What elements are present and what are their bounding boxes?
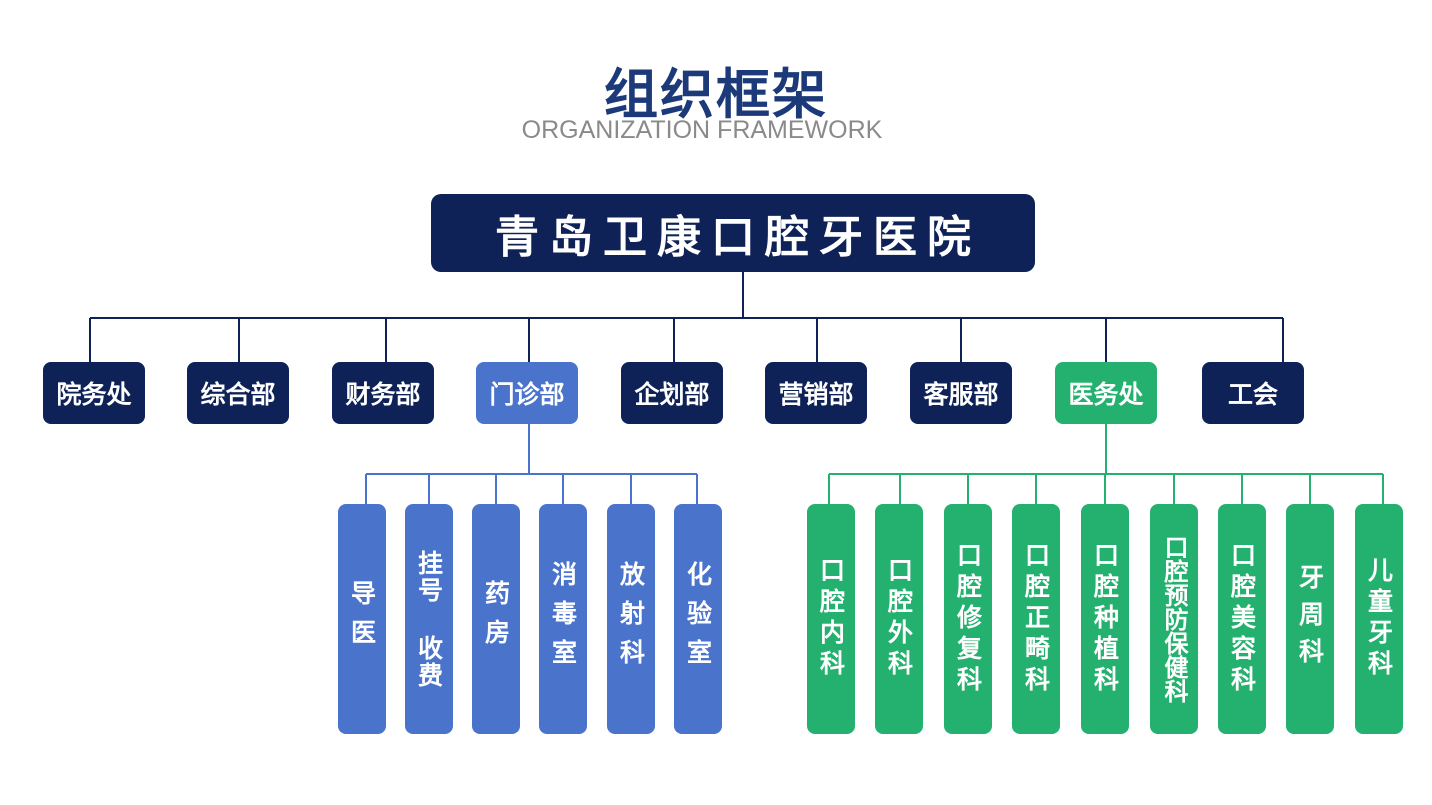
dept-node: 院务处 [43, 362, 145, 424]
dept-node: 工会 [1202, 362, 1304, 424]
outpatient-unit-node: 药房 [472, 504, 520, 734]
outpatient-unit-node: 消毒室 [539, 504, 587, 734]
medical-unit-node: 口腔预防保健科 [1150, 504, 1198, 734]
dept-node: 财务部 [332, 362, 434, 424]
root-node-hospital: 青岛卫康口腔牙医院 [431, 194, 1035, 272]
medical-unit-node: 牙周科 [1286, 504, 1334, 734]
medical-unit-node: 儿童牙科 [1355, 504, 1403, 734]
medical-unit-node: 口腔修复科 [944, 504, 992, 734]
dept-node: 营销部 [765, 362, 867, 424]
outpatient-unit-node: 放射科 [607, 504, 655, 734]
medical-unit-node: 口腔种植科 [1081, 504, 1129, 734]
medical-unit-node: 口腔内科 [807, 504, 855, 734]
outpatient-unit-node: 挂号 收费 [405, 504, 453, 734]
dept-node: 企划部 [621, 362, 723, 424]
outpatient-unit-node: 化验室 [674, 504, 722, 734]
dept-node-medical: 医务处 [1055, 362, 1157, 424]
page-title: 组织框架 [604, 63, 828, 126]
medical-unit-node: 口腔美容科 [1218, 504, 1266, 734]
outpatient-unit-node: 导医 [338, 504, 386, 734]
dept-node: 客服部 [910, 362, 1012, 424]
page-subtitle: ORGANIZATION FRAMEWORK [521, 116, 883, 144]
medical-unit-node: 口腔正畸科 [1012, 504, 1060, 734]
medical-unit-node: 口腔外科 [875, 504, 923, 734]
dept-node: 综合部 [187, 362, 289, 424]
dept-node-outpatient: 门诊部 [476, 362, 578, 424]
